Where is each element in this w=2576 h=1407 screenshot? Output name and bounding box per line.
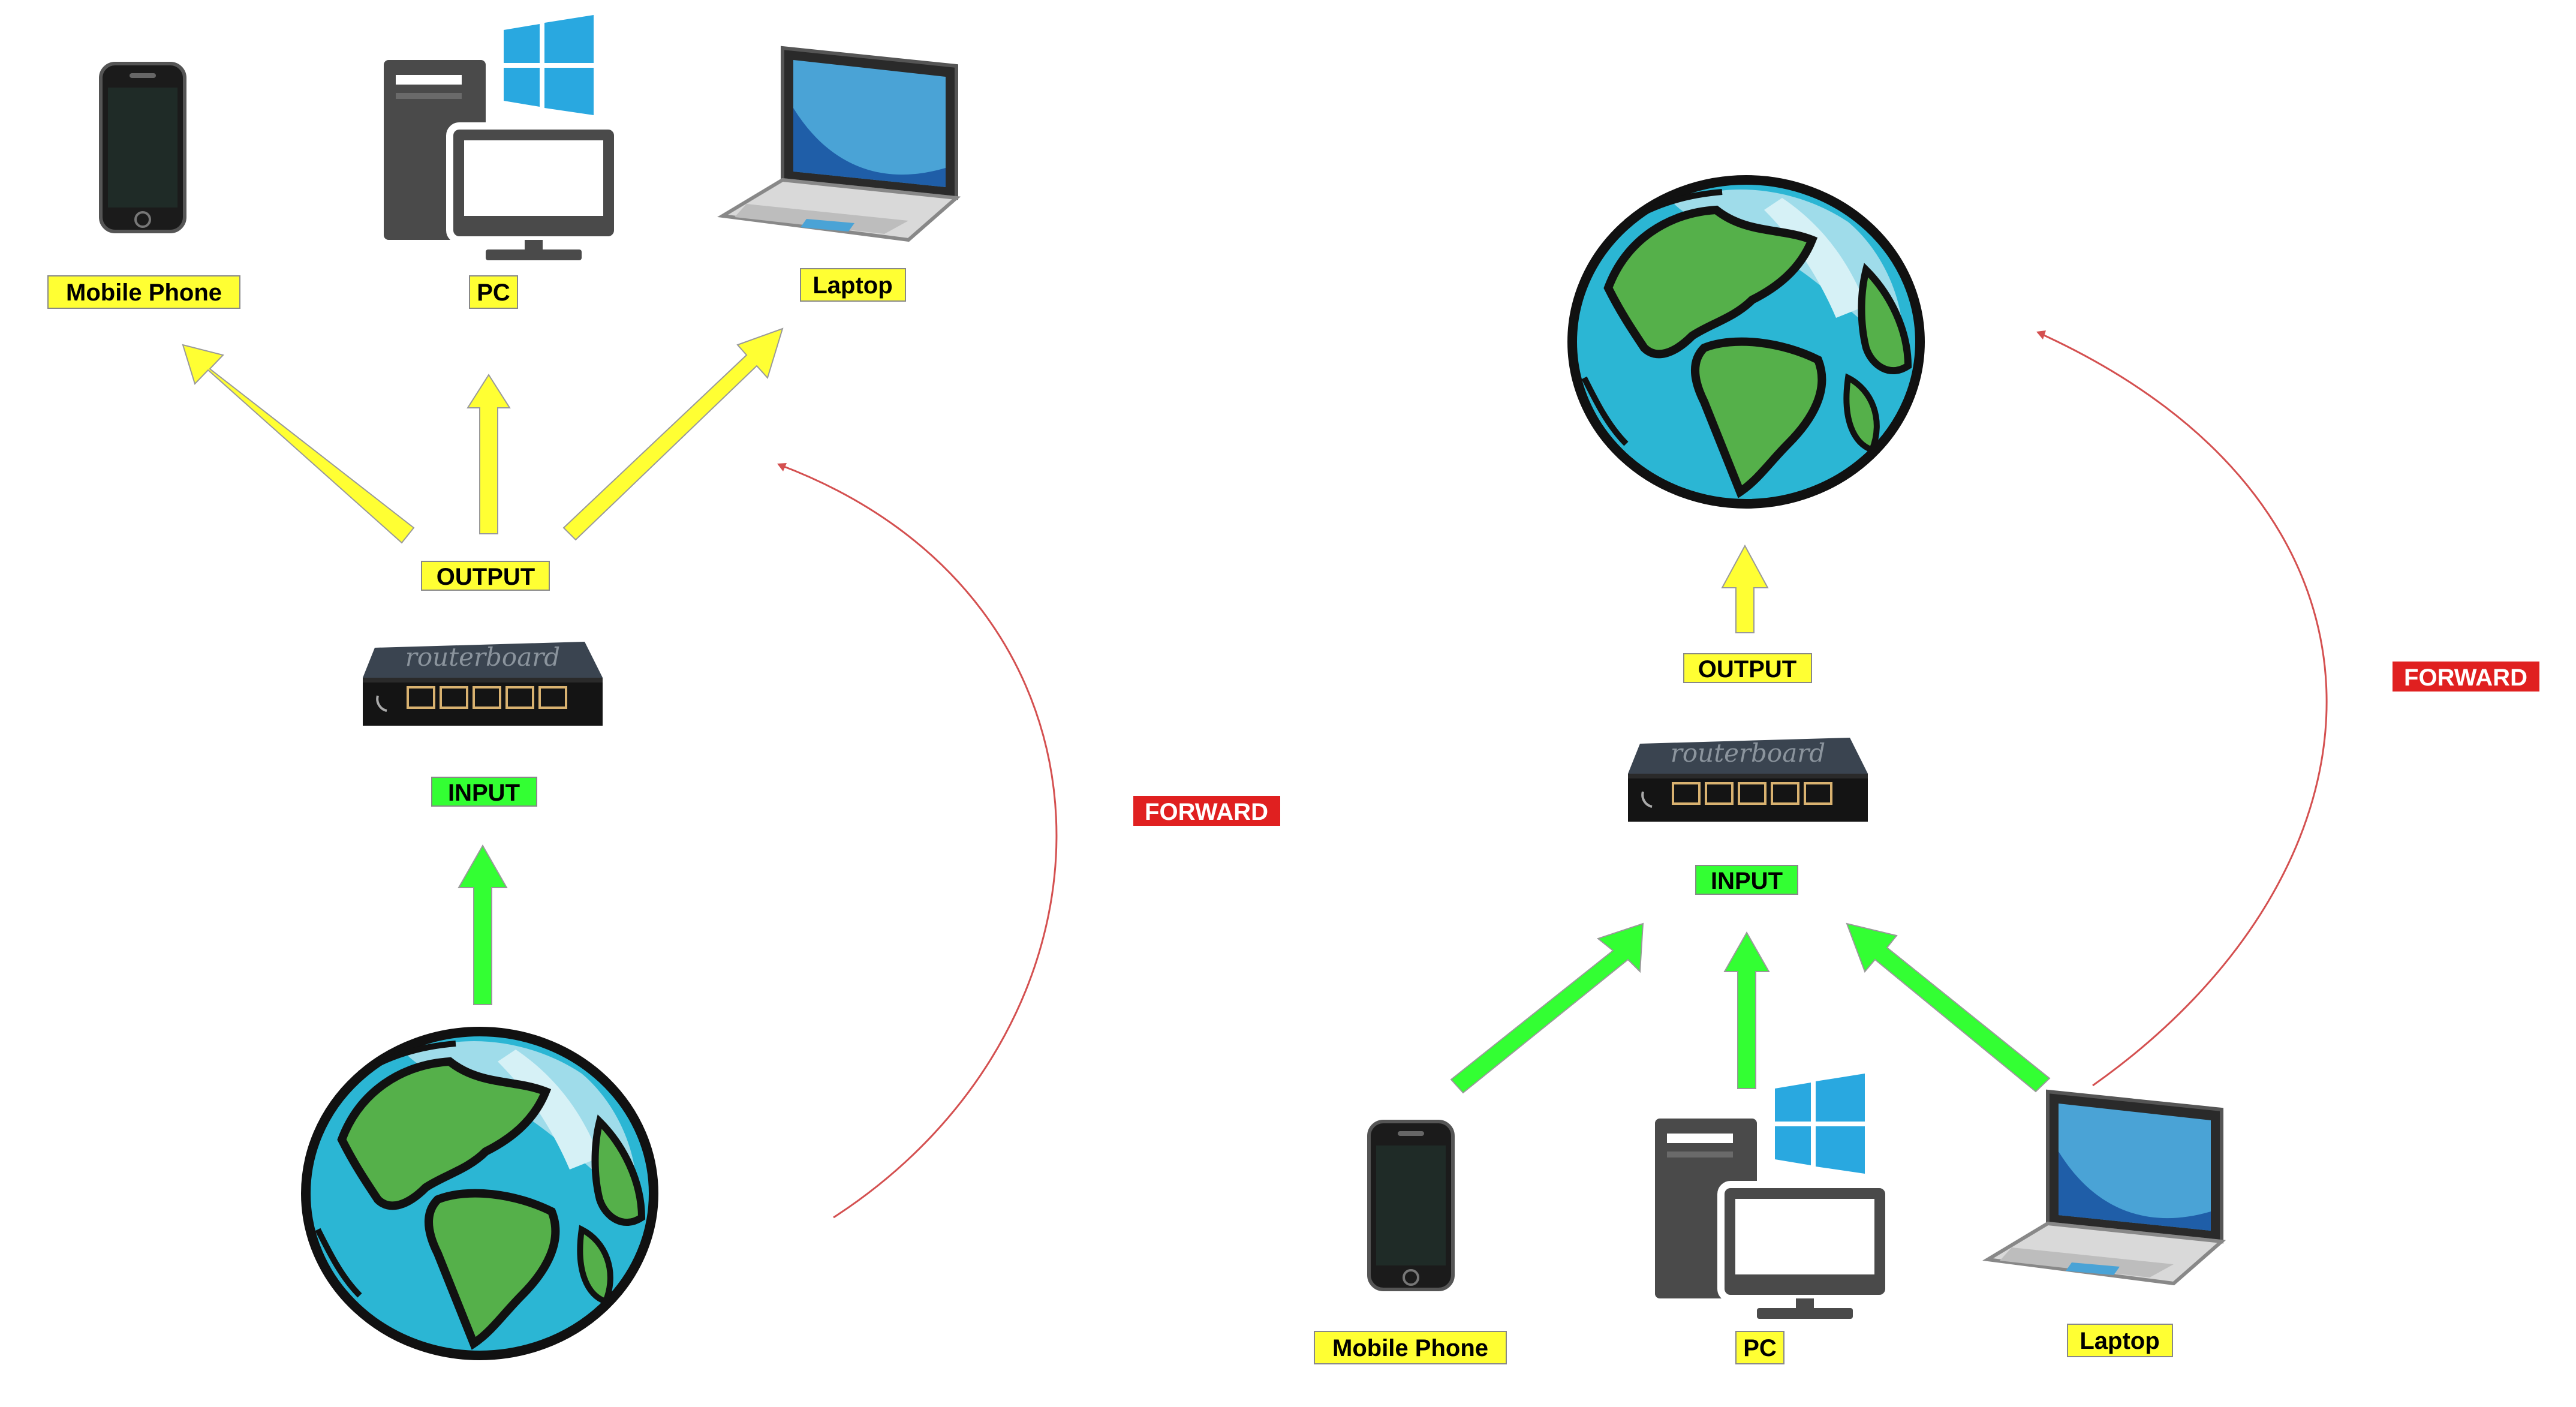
input-arrows xyxy=(1450,922,2051,1094)
arrow-to-mobile xyxy=(182,344,415,544)
router-icon xyxy=(362,641,604,727)
label-laptop: Laptop xyxy=(800,268,906,302)
svg-text:Laptop: Laptop xyxy=(2080,1328,2159,1354)
forward-curve xyxy=(779,464,1058,1219)
mobile-phone-icon xyxy=(101,64,185,232)
globe-icon xyxy=(306,1032,654,1355)
router-icon xyxy=(1627,736,1869,823)
forward-arrowhead xyxy=(2036,330,2046,339)
arrow-from-internet xyxy=(458,844,508,1005)
svg-text:OUTPUT: OUTPUT xyxy=(1698,656,1796,683)
arrow-from-mobile xyxy=(1450,922,1644,1094)
svg-text:INPUT: INPUT xyxy=(1711,868,1783,894)
mobile-phone-icon xyxy=(1369,1122,1453,1289)
arrow-to-laptop xyxy=(562,327,784,541)
label-pc: PC xyxy=(469,275,518,309)
svg-text:Mobile Phone: Mobile Phone xyxy=(66,279,222,306)
output-arrows xyxy=(182,327,784,544)
right-panel: OUTPUT INPUT Mobile Phone PC xyxy=(1314,180,2539,1364)
laptop-icon xyxy=(1988,1092,2222,1283)
arrow-to-pc xyxy=(467,374,511,534)
label-mobile-phone: Mobile Phone xyxy=(1314,1331,1507,1364)
forward-arrowhead xyxy=(777,463,787,471)
arrow-from-laptop xyxy=(1846,922,2051,1093)
output-chain-label: OUTPUT xyxy=(421,561,550,591)
output-chain-label: OUTPUT xyxy=(1683,653,1812,683)
laptop-icon xyxy=(723,48,956,240)
forward-chain-label: FORWARD xyxy=(2393,662,2539,692)
svg-text:FORWARD: FORWARD xyxy=(2404,665,2527,691)
desktop-pc-icon xyxy=(384,15,618,260)
left-panel: Mobile Phone PC Laptop OUTPUT INPUT xyxy=(47,15,1280,1355)
svg-text:PC: PC xyxy=(1743,1335,1777,1361)
svg-text:Laptop: Laptop xyxy=(812,272,892,299)
label-mobile-phone: Mobile Phone xyxy=(47,275,240,309)
label-laptop: Laptop xyxy=(2067,1324,2173,1357)
label-pc: PC xyxy=(1735,1331,1784,1364)
arrow-from-pc xyxy=(1723,931,1770,1089)
forward-chain-label: FORWARD xyxy=(1133,796,1280,826)
desktop-pc-icon xyxy=(1655,1074,1889,1319)
input-chain-label: INPUT xyxy=(1695,865,1798,895)
svg-text:FORWARD: FORWARD xyxy=(1145,799,1268,825)
globe-icon xyxy=(1572,180,1920,504)
forward-curve xyxy=(2038,332,2328,1087)
svg-text:OUTPUT: OUTPUT xyxy=(437,564,535,590)
svg-text:PC: PC xyxy=(477,279,510,306)
arrow-to-internet xyxy=(1721,544,1769,633)
svg-text:Mobile Phone: Mobile Phone xyxy=(1332,1335,1488,1361)
input-chain-label: INPUT xyxy=(431,777,537,807)
svg-text:INPUT: INPUT xyxy=(448,780,520,806)
